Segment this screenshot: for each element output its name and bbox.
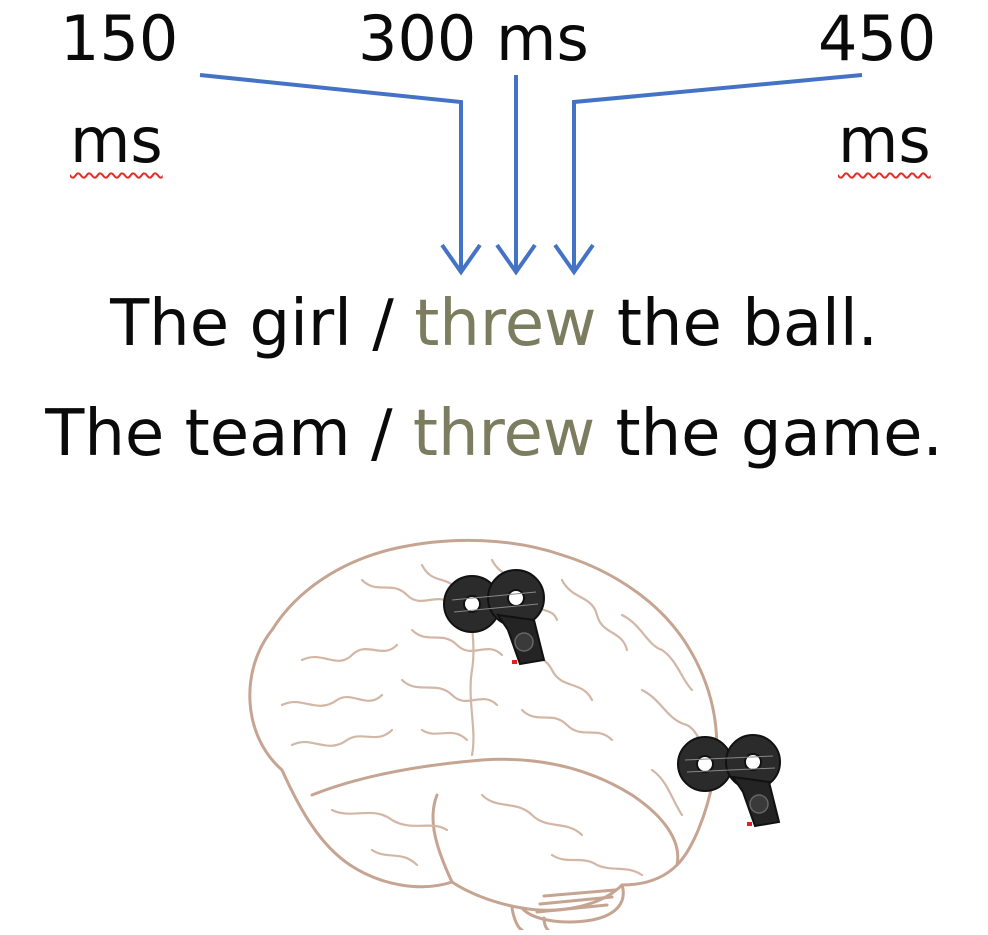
sentence-2-suffix: the game. (595, 397, 943, 471)
tms-coil-icon (443, 569, 546, 666)
arrow-450 (572, 73, 863, 272)
sentence-1-suffix: the ball. (596, 287, 878, 361)
timing-450-number: 450 (818, 2, 937, 75)
sentence-2-verb: threw (412, 397, 596, 471)
timing-150-unit: ms (70, 104, 163, 177)
sentence-2: The team / threw the game. (0, 402, 988, 466)
timing-300-label: 300 ms (358, 2, 589, 75)
sentence-1-verb: threw (414, 287, 597, 361)
brain-icon (248, 538, 719, 930)
arrow-150-head (440, 243, 482, 276)
sentence-1-prefix: The girl / (110, 287, 415, 361)
sentence-1: The girl / threw the ball. (0, 292, 988, 356)
arrow-300-head (495, 243, 537, 276)
timing-150-number: 150 (60, 2, 179, 75)
tms-coil-icon (677, 734, 781, 828)
arrow-450-head (553, 243, 595, 276)
timing-450-unit: ms (838, 104, 931, 177)
arrow-150 (199, 73, 463, 272)
sentence-2-prefix: The team / (45, 397, 413, 471)
timing-arrows (199, 73, 863, 276)
